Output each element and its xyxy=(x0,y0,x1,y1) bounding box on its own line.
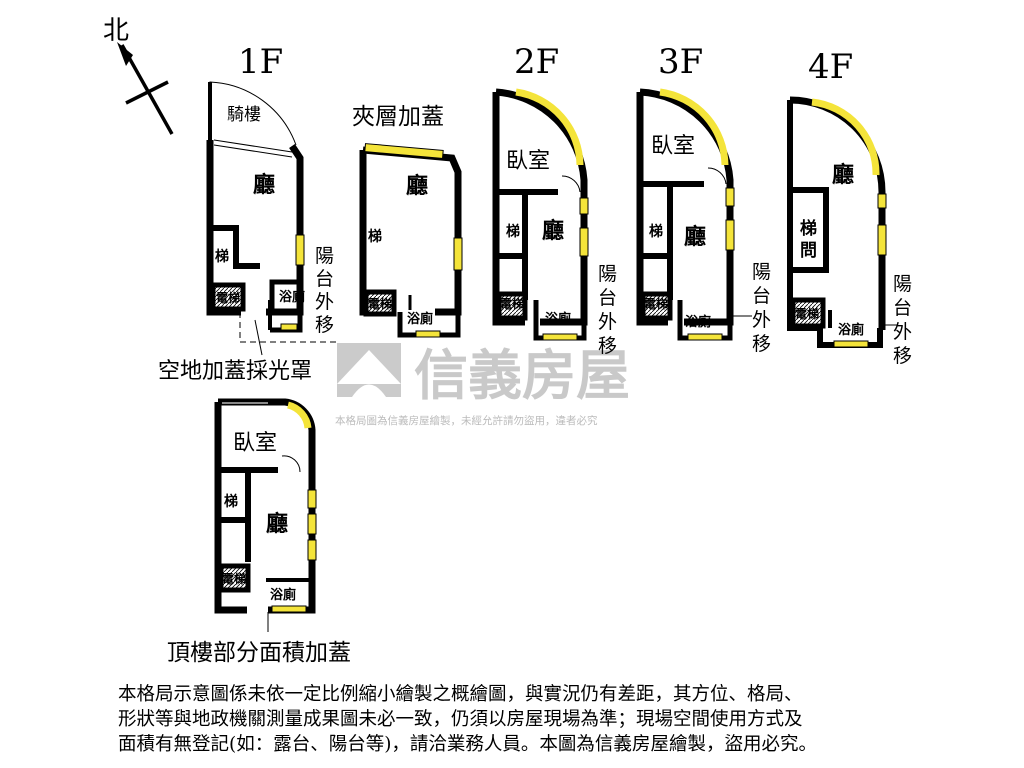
compass-north-label: 北 xyxy=(103,16,129,46)
floor-3f-balcony-char-3: 外 xyxy=(752,309,771,331)
floor-2f-stairs-label: 梯 xyxy=(506,223,520,240)
floor-1f-balcony-label: 陽 台 外 移 xyxy=(315,245,334,336)
watermark-notice: 本格局圖為信義房屋繪製，未經允許請勿盜用，違者必究 xyxy=(335,414,598,427)
floor-plan-1f: 1F 騎樓 廳 梯 電梯 浴廁 空地加蓋採光罩 陽 台 外 xyxy=(158,42,336,384)
floor-4f-stairwell-label-2: 問 xyxy=(800,241,817,261)
floor-roof-elevator-label: 電梯 xyxy=(222,571,246,586)
floor-1f-arcade-label: 騎樓 xyxy=(227,105,261,125)
floor-2f-elevator-label: 電梯 xyxy=(500,296,524,311)
floor-roof-bath-label: 浴廁 xyxy=(270,587,296,603)
floor-4f-elevator-label: 電梯 xyxy=(795,306,819,321)
floor-4f-balcony-label: 陽 台 外 移 xyxy=(893,273,912,367)
floor-roof-stairs-label: 梯 xyxy=(224,493,238,510)
floor-2f-bath-label: 浴廁 xyxy=(545,311,571,327)
floor-2f-balcony-char-4: 移 xyxy=(598,335,617,357)
floor-4f-title: 4F xyxy=(808,47,853,87)
watermark-brand: 信義房屋 xyxy=(414,344,630,407)
floor-roof-title: 頂樓部分面積加蓋 xyxy=(167,640,351,666)
floor-2f-bedroom-label: 臥室 xyxy=(506,149,550,174)
floor-roof-hall-label: 廳 xyxy=(266,511,288,537)
floor-4f-balcony-char-3: 外 xyxy=(893,321,912,343)
disclaimer-line-3: 面積有無登記(如：露台、陽台等)，請洽業務人員。本圖為信義房屋繪製，盜用必究。 xyxy=(118,734,817,755)
floor-4f-balcony-char-1: 陽 xyxy=(893,273,912,295)
floor-1f-hall-label: 廳 xyxy=(253,172,275,198)
north-compass: 北 xyxy=(103,16,174,135)
floor-3f-bedroom-label: 臥室 xyxy=(651,134,695,159)
floor-3f-title: 3F xyxy=(658,42,703,82)
floor-3f-balcony-label: 陽 台 外 移 xyxy=(752,261,771,355)
floor-1f-balcony-char-4: 移 xyxy=(315,314,334,336)
floor-mezz-stairs-label: 梯 xyxy=(368,228,382,245)
floor-3f-balcony-char-1: 陽 xyxy=(752,261,771,283)
floor-2f-balcony-char-1: 陽 xyxy=(598,263,617,285)
floor-1f-stairs-label: 梯 xyxy=(215,248,229,265)
floor-1f-bath-label: 浴廁 xyxy=(279,289,305,305)
floor-1f-title: 1F xyxy=(238,42,283,82)
floor-3f-balcony-char-2: 台 xyxy=(752,285,771,307)
floor-4f-stairwell-char-1: 梯 xyxy=(800,218,817,239)
floor-mezz-hall-label: 廳 xyxy=(406,173,428,199)
compass-arrow-icon xyxy=(117,42,133,66)
floor-mezz-title: 夾層加蓋 xyxy=(352,104,444,130)
floor-4f-hall-label: 廳 xyxy=(832,162,854,188)
disclaimer: 本格局示意圖係未依一定比例縮小繪製之概繪圖，與實況仍有差距，其方位、格局、 形狀… xyxy=(118,682,918,757)
disclaimer-line-1: 本格局示意圖係未依一定比例縮小繪製之概繪圖，與實況仍有差距，其方位、格局、 xyxy=(118,684,803,705)
floor-4f-bath-label: 浴廁 xyxy=(838,322,864,338)
watermark: 信義房屋 本格局圖為信義房屋繪製，未經允許請勿盜用，違者必究 xyxy=(335,343,630,427)
floor-1f-balcony-char-3: 外 xyxy=(315,291,334,313)
floor-plan-roof: 臥室 梯 廳 電梯 浴廁 頂樓部分面積加蓋 xyxy=(167,398,351,666)
floor-plan-3f: 3F 臥室 梯 廳 電梯 浴廁 陽 台 外 移 xyxy=(636,42,771,355)
floor-plan-mezzanine: 夾層加蓋 廳 梯 電梯 浴廁 xyxy=(352,104,463,338)
floor-roof-bedroom-label: 臥室 xyxy=(233,431,277,456)
floor-4f-balcony-char-4: 移 xyxy=(893,345,912,367)
floor-2f-balcony-char-2: 台 xyxy=(598,287,617,309)
floor-2f-balcony-label: 陽 台 外 移 xyxy=(598,263,617,357)
floor-1f-balcony-char-2: 台 xyxy=(315,268,334,290)
floor-1f-balcony-char-1: 陽 xyxy=(315,245,334,267)
floor-2f-title: 2F xyxy=(514,42,559,82)
floor-3f-bath-label: 浴廁 xyxy=(685,314,711,330)
watermark-logo-icon xyxy=(337,343,401,397)
disclaimer-line-2: 形狀等與地政機關測量成果圖未必一致，仍須以房屋現場為準；現場空間使用方式及 xyxy=(118,709,803,730)
floor-mezz-bath-label: 浴廁 xyxy=(407,311,433,327)
floor-1f-elevator-label: 電梯 xyxy=(216,290,240,305)
floor-plan-2f: 2F 臥室 梯 廳 電梯 浴廁 陽 台 外 移 xyxy=(492,42,617,357)
floor-1f-annex-label: 空地加蓋採光罩 xyxy=(158,359,312,384)
floor-3f-hall-label: 廳 xyxy=(684,224,706,250)
floor-3f-stairs-label: 梯 xyxy=(649,223,663,240)
floor-3f-balcony-char-4: 移 xyxy=(752,333,771,355)
floor-plan-4f: 4F 廳 梯 問 電梯 浴廁 陽 台 外 移 xyxy=(787,47,912,367)
floor-2f-hall-label: 廳 xyxy=(542,218,564,244)
floor-2f-balcony-char-3: 外 xyxy=(598,311,617,333)
floor-mezz-elevator-label: 電梯 xyxy=(368,296,392,311)
floor-3f-elevator-label: 電梯 xyxy=(644,296,668,311)
floor-4f-stairwell-label: 梯 xyxy=(800,218,817,239)
floor-4f-balcony-char-2: 台 xyxy=(893,297,912,319)
